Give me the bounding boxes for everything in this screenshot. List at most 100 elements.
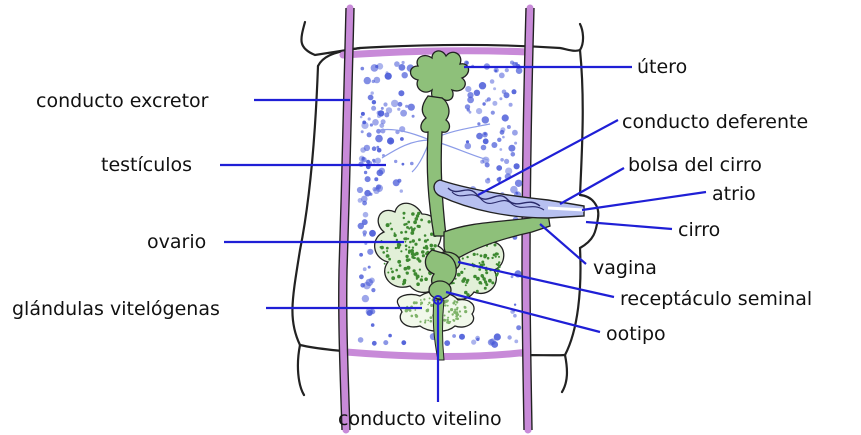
ovary-dot	[408, 246, 410, 248]
testis-dot	[499, 148, 502, 151]
ovary-dot	[493, 254, 496, 257]
ovary-dot	[400, 231, 403, 234]
yolk-dot	[449, 321, 451, 323]
ovary-dot	[497, 273, 499, 275]
testis-dot	[444, 340, 450, 346]
yolk-dot	[453, 320, 455, 322]
ovary-dot	[484, 287, 487, 290]
testis-dot	[514, 142, 517, 145]
ovary-dot	[405, 241, 407, 243]
testis-dot	[465, 143, 472, 150]
testis-dot	[497, 138, 501, 142]
testis-dot	[398, 102, 403, 107]
testis-dot	[402, 163, 405, 166]
ovary-dot	[405, 245, 408, 248]
label-testiculos: testículos	[101, 154, 192, 176]
testis-dot	[402, 72, 408, 78]
ovary-dot	[403, 281, 406, 284]
ovary-dot	[430, 244, 434, 248]
ovary-dot	[485, 271, 488, 274]
ovary-dot	[406, 272, 408, 274]
testis-dot	[379, 168, 386, 175]
testis-dot	[476, 133, 483, 140]
ovary-dot	[405, 248, 407, 250]
yolk-dot	[429, 297, 431, 299]
testis-dot	[394, 160, 397, 163]
testis-dot	[507, 125, 511, 129]
testis-dot	[371, 288, 375, 292]
ovary-dot	[407, 238, 409, 240]
testis-dot	[516, 325, 521, 330]
label-receptaculo-seminal: receptáculo seminal	[620, 288, 812, 310]
ovary-dot	[422, 254, 425, 257]
testis-dot	[362, 295, 369, 302]
testis-dot	[391, 100, 398, 107]
testis-dot	[496, 165, 502, 171]
testis-dot	[364, 171, 367, 174]
testis-dot	[366, 308, 373, 315]
testis-dot	[371, 91, 374, 94]
testis-dot	[374, 177, 378, 181]
ovary-dot	[395, 247, 397, 249]
yolk-dot	[424, 321, 426, 323]
ovary-dot	[394, 232, 396, 234]
testis-dot	[372, 341, 377, 346]
ovary-dot	[464, 268, 466, 270]
ovary-dot	[397, 246, 400, 249]
testis-dot	[364, 77, 371, 84]
ovary-dot	[476, 290, 479, 293]
testis-dot	[372, 159, 375, 162]
testis-dot	[363, 212, 369, 218]
ovary-dot	[414, 272, 418, 276]
testis-dot	[488, 339, 495, 346]
label-cirro: cirro	[678, 219, 720, 241]
testis-dot	[400, 189, 403, 192]
ovary-dot	[420, 278, 423, 281]
ovary-dot	[462, 257, 464, 259]
ovary-dot	[463, 277, 467, 281]
yolk-dot	[427, 304, 429, 306]
ovary-dot	[416, 278, 418, 280]
testis-dot	[385, 73, 392, 80]
ovary-dot	[390, 268, 392, 270]
leader-vagina	[540, 224, 586, 264]
testis-dot	[364, 145, 370, 151]
yolk-dot	[455, 304, 457, 306]
testis-dot	[485, 163, 490, 168]
testis-dot	[495, 70, 498, 73]
ovary-dot	[390, 228, 393, 231]
testis-dot	[509, 103, 513, 107]
cirrus-pouch	[434, 180, 584, 218]
testis-dot	[372, 146, 377, 151]
ovary-dot	[418, 238, 421, 241]
ovary-dot	[420, 219, 423, 222]
ovary-dot	[403, 223, 406, 226]
ovary-dot	[382, 251, 385, 254]
testis-dot	[364, 190, 371, 197]
testis-dot	[362, 157, 365, 160]
testis-dot	[469, 111, 472, 114]
ovary-dot	[421, 250, 425, 254]
yolk-dot	[459, 315, 461, 317]
testis-dot	[491, 111, 495, 115]
testis-dot	[482, 102, 485, 105]
ovary-dot	[481, 261, 484, 264]
testis-dot	[378, 110, 384, 116]
ovary-dot	[467, 279, 470, 282]
label-atrio: atrio	[712, 183, 756, 205]
testis-dot	[402, 61, 405, 64]
ovary-dot	[396, 239, 398, 241]
yolk-dot	[444, 315, 446, 317]
testis-dot	[361, 67, 365, 71]
ovary-dot	[476, 253, 478, 255]
ovary-dot	[424, 277, 428, 281]
testis-dot	[383, 340, 388, 345]
label-vagina: vagina	[593, 257, 657, 279]
ovary-dot	[417, 225, 420, 228]
testis-dot	[499, 97, 502, 100]
yolk-dot	[456, 301, 459, 304]
label-ovario: ovario	[147, 231, 206, 253]
testis-dot	[359, 274, 364, 279]
ovary-dot	[491, 281, 494, 284]
testis-dot	[359, 253, 363, 257]
